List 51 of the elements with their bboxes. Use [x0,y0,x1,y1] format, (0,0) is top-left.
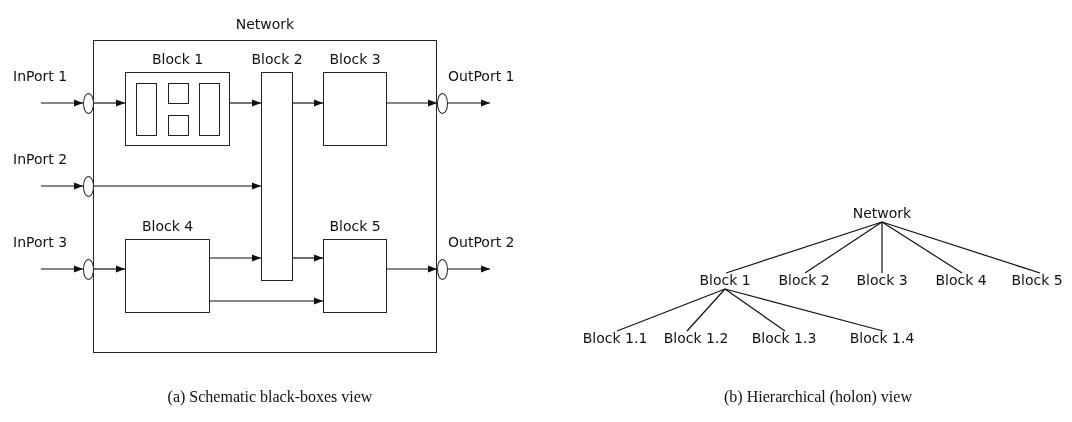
tree-line [725,221,883,274]
tree-line [881,221,883,274]
tree-node-label: Block 1 [699,271,751,289]
tree-node-label: Block 1.3 [751,329,817,347]
caption: (a) Schematic black-boxes view [167,388,373,406]
arrow [93,182,262,190]
block-title: Block 4 [141,218,194,234]
tree-line [881,221,963,274]
arrow [386,265,438,273]
tree-line [804,221,883,274]
tree-line [686,288,726,332]
arrow [292,254,324,262]
port-label: OutPort 1 [448,68,515,84]
tree-node-label: Block 5 [1011,271,1063,289]
arrow [292,99,324,107]
port-label: OutPort 2 [448,234,515,250]
port-label: InPort 3 [13,234,68,250]
arrow [40,265,84,273]
arrow [447,265,491,273]
arrow [93,99,126,107]
tree-node-label: Block 1.4 [849,329,915,347]
tree-line [724,288,884,332]
tree-line [724,288,786,332]
tree-node-label: Network [852,204,912,222]
arrow [40,182,84,190]
arrow [40,99,84,107]
tree-line [881,221,1041,274]
port-label: InPort 2 [13,151,68,167]
caption: (b) Hierarchical (holon) view [724,388,912,406]
empty-box [199,83,220,136]
tree-node-label: Block 4 [935,271,987,289]
tree-node-label: Block 1.2 [663,329,729,347]
arrow [447,99,491,107]
block-title: Block 2 [251,51,303,67]
tree-node-label: Block 1.1 [582,329,648,347]
block-title: Block 5 [329,218,381,234]
empty-box [168,115,189,136]
arrow [229,99,262,107]
arrow [386,99,438,107]
port-label: InPort 1 [13,68,68,84]
block-title: Network [235,16,295,32]
arrow [209,254,262,262]
block-title: Block 1 [151,51,204,67]
empty-box [136,83,157,136]
arrow [209,297,324,305]
tree-line [616,288,726,332]
block-title: Block 3 [329,51,381,67]
empty-box [168,83,189,104]
arrow [93,265,126,273]
tree-node-label: Block 2 [778,271,830,289]
tree-node-label: Block 3 [856,271,908,289]
